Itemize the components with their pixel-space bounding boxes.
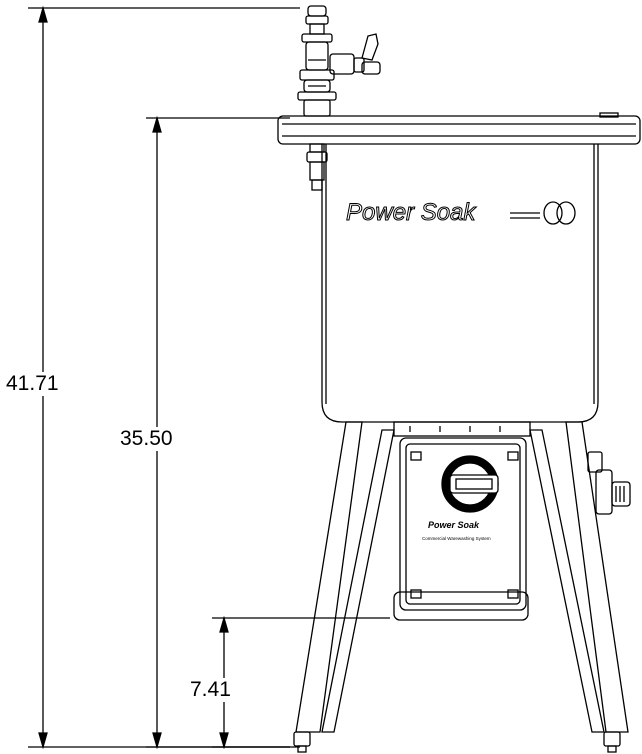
total-height-label: 41.71 xyxy=(4,372,61,396)
panel-logo-text: Power Soak xyxy=(428,520,480,530)
control-box: Power Soak Commercial Warewashing System xyxy=(393,437,529,621)
drain-valve xyxy=(587,451,631,515)
clearance-height-label: 7.41 xyxy=(188,678,233,702)
right-leg xyxy=(529,421,629,753)
faucet xyxy=(297,5,381,117)
panel-tagline: Commercial Warewashing System xyxy=(422,536,491,541)
left-leg xyxy=(293,421,395,753)
tank-height-label: 35.50 xyxy=(118,427,175,451)
dimension-clearance-height xyxy=(212,615,390,750)
tank-logo: Power Soak xyxy=(346,199,576,227)
tank-body xyxy=(321,144,599,423)
tank-rim xyxy=(277,112,641,145)
dimension-total-height xyxy=(28,5,300,750)
side-valve xyxy=(306,143,328,191)
leg-bracket xyxy=(393,421,531,437)
tank-logo-text: Power Soak xyxy=(346,199,477,226)
